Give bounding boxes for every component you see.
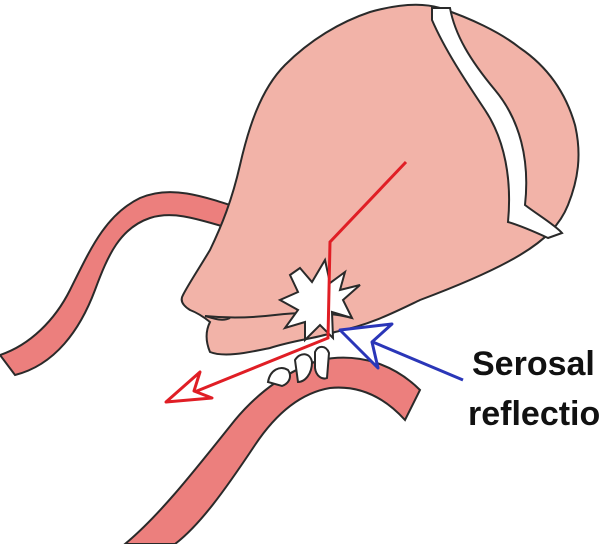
- appendage-1: [266, 367, 291, 388]
- lower-bowel-loop: [123, 356, 422, 544]
- appendage-2: [293, 353, 314, 384]
- blue-arrowhead: [338, 322, 394, 370]
- seam-line-lower: [204, 315, 231, 321]
- blue-arrow-shaft: [367, 338, 464, 382]
- red-dissection-line: [191, 160, 408, 395]
- label-serosal: Serosal: [472, 345, 595, 383]
- septum-band: [431, 7, 564, 240]
- red-arrowhead: [164, 370, 214, 404]
- jagged-tear: [277, 257, 361, 343]
- appendage-3: [314, 345, 331, 380]
- label-reflection: reflectio: [468, 395, 600, 433]
